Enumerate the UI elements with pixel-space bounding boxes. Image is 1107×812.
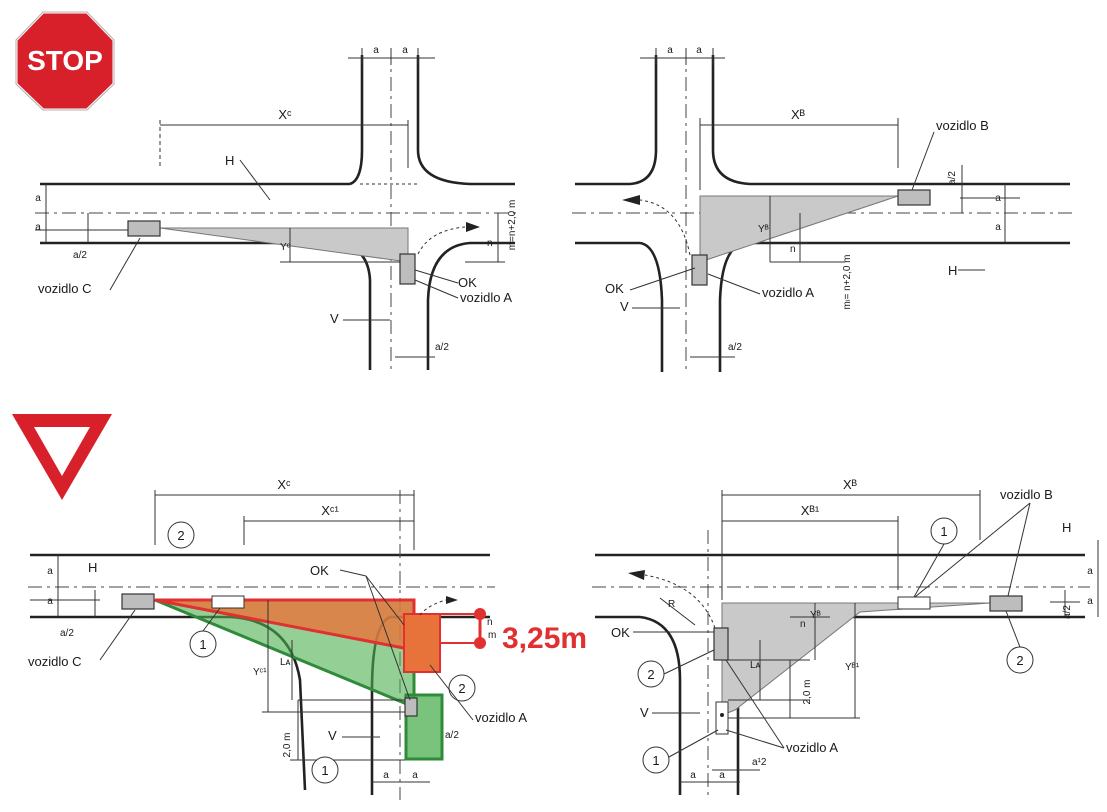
svg-text:a/2: a/2 xyxy=(435,342,449,353)
vozidlo-c-label: vozidlo C xyxy=(38,281,91,296)
svg-text:vozidlo A: vozidlo A xyxy=(762,285,814,300)
svg-text:vozidlo A: vozidlo A xyxy=(475,710,527,725)
svg-text:1: 1 xyxy=(321,763,328,778)
svg-text:a: a xyxy=(1087,596,1093,607)
vehicle-a-2 xyxy=(691,254,708,286)
panel-top-right: Xᴮ a a a a a/2 Yᴮ n mₗ= n+2,0 m a/2 vozi… xyxy=(572,45,1075,372)
vehicle-a xyxy=(399,253,416,285)
svg-text:a/2: a/2 xyxy=(947,171,958,185)
svg-text:2: 2 xyxy=(1016,653,1023,668)
svg-text:mₗ= n+2,0 m: mₗ= n+2,0 m xyxy=(842,254,853,309)
svg-text:2: 2 xyxy=(177,528,184,543)
m-equation: m=n+2,0 m xyxy=(507,200,518,251)
svg-text:H: H xyxy=(1062,520,1071,535)
svg-text:n: n xyxy=(800,619,806,630)
y-c-label: Yᶜ xyxy=(280,242,291,253)
panel-bottom-left: 3,25m n m Xᶜ Xᶜ¹ a a a/2 Yᶜ¹ Lᴀ 2,0 m a … xyxy=(28,477,587,800)
svg-text:OK: OK xyxy=(310,563,329,578)
svg-text:1: 1 xyxy=(199,637,206,652)
svg-text:1: 1 xyxy=(652,753,659,768)
vozidlo-a-label: vozidlo A xyxy=(460,290,512,305)
svg-text:Lᴀ: Lᴀ xyxy=(750,660,761,671)
svg-text:Lᴀ: Lᴀ xyxy=(280,657,291,668)
x-c-label: Xᶜ xyxy=(278,107,292,122)
svg-text:OK: OK xyxy=(605,281,624,296)
svg-text:vozidlo B: vozidlo B xyxy=(1000,487,1053,502)
svg-text:n: n xyxy=(487,238,493,249)
svg-text:a: a xyxy=(690,770,696,781)
svg-text:a: a xyxy=(995,193,1001,204)
panel-bottom-right: Xᴮ Xᴮ¹ a a a/2 Yᴮ Yᴮ¹ n Lᴀ 2,0 m a a a¹2… xyxy=(592,477,1099,800)
panel-top-left: Xᶜ a a a a a/2 Yᶜ n m=n+2,0 m a/2 H V OK… xyxy=(35,45,520,372)
svg-text:2,0 m: 2,0 m xyxy=(282,732,293,757)
vehicle-c xyxy=(127,220,161,237)
svg-text:a¹2: a¹2 xyxy=(752,757,767,768)
yield-sign-icon xyxy=(12,414,112,500)
svg-text:V: V xyxy=(328,728,337,743)
svg-text:Yᴮ: Yᴮ xyxy=(758,224,769,235)
stop-sign-text: STOP xyxy=(27,45,103,76)
svg-text:a/2: a/2 xyxy=(73,250,87,261)
svg-text:Yᴮ: Yᴮ xyxy=(810,610,821,621)
svg-text:a: a xyxy=(35,193,41,204)
svg-text:a/2: a/2 xyxy=(728,342,742,353)
vozidlo-b-label: vozidlo B xyxy=(936,118,989,133)
vehicle-a-orange xyxy=(403,613,441,673)
svg-text:a: a xyxy=(412,770,418,781)
svg-text:vozidlo C: vozidlo C xyxy=(28,654,81,669)
svg-text:vozidlo A: vozidlo A xyxy=(786,740,838,755)
svg-text:H: H xyxy=(88,560,97,575)
stop-sign-icon: STOP xyxy=(14,10,116,112)
svg-text:a/2: a/2 xyxy=(60,628,74,639)
svg-text:Yᴮ¹: Yᴮ¹ xyxy=(845,662,860,673)
svg-text:a/2: a/2 xyxy=(1062,605,1073,619)
svg-text:n: n xyxy=(487,617,493,628)
svg-text:Xᶜ¹: Xᶜ¹ xyxy=(321,503,339,518)
vehicle-c-2 xyxy=(121,593,155,610)
measurement-annotation: 3,25m xyxy=(502,622,587,655)
svg-text:Yᶜ¹: Yᶜ¹ xyxy=(253,667,267,678)
svg-text:a: a xyxy=(35,222,41,233)
svg-text:Xᴮ: Xᴮ xyxy=(791,107,806,122)
svg-text:Xᴮ¹: Xᴮ¹ xyxy=(801,503,820,518)
svg-text:Xᴮ: Xᴮ xyxy=(843,477,858,492)
vehicle-c-1 xyxy=(211,595,245,609)
svg-text:2: 2 xyxy=(647,667,654,682)
svg-text:m: m xyxy=(488,630,496,641)
svg-text:H: H xyxy=(948,263,957,278)
svg-text:V: V xyxy=(620,299,629,314)
gray-sight-area xyxy=(721,602,991,716)
svg-text:a/2: a/2 xyxy=(445,730,459,741)
svg-text:2,0 m: 2,0 m xyxy=(802,679,813,704)
svg-text:V: V xyxy=(640,705,649,720)
svg-text:a: a xyxy=(373,45,379,56)
svg-text:a: a xyxy=(47,596,53,607)
svg-text:a: a xyxy=(47,566,53,577)
svg-text:R: R xyxy=(668,599,675,610)
svg-text:2: 2 xyxy=(458,681,465,696)
svg-text:OK: OK xyxy=(611,625,630,640)
svg-text:V: V xyxy=(330,311,339,326)
svg-text:1: 1 xyxy=(940,524,947,539)
svg-text:H: H xyxy=(225,153,234,168)
svg-text:a: a xyxy=(383,770,389,781)
svg-text:Xᶜ: Xᶜ xyxy=(277,477,291,492)
ok-label: OK xyxy=(458,275,477,290)
svg-text:a: a xyxy=(402,45,408,56)
svg-text:a: a xyxy=(1087,566,1093,577)
svg-text:n: n xyxy=(790,244,796,255)
svg-text:a: a xyxy=(667,45,673,56)
svg-text:a: a xyxy=(995,222,1001,233)
svg-text:a: a xyxy=(696,45,702,56)
vehicle-b xyxy=(897,189,931,206)
svg-text:a: a xyxy=(719,770,725,781)
